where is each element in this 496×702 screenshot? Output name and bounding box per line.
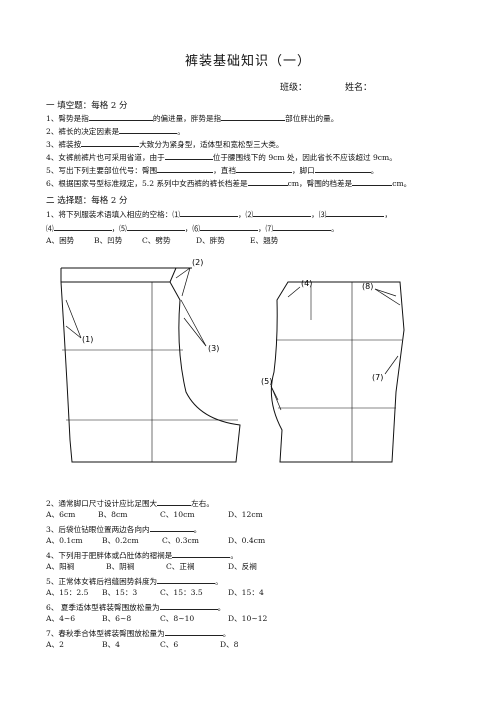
s1-question-2: 2、裤长的决定因素是。 bbox=[46, 125, 185, 136]
s2-question-5-options: A、15：2.5 B、15：3 C、15：3.5 D、15：4 bbox=[46, 588, 288, 598]
s1-question-5: 5、写出下列主要部位代号：臀围，直裆，脚口。 bbox=[46, 164, 379, 175]
blank[interactable] bbox=[221, 112, 286, 121]
name-label: 姓名： bbox=[345, 83, 373, 93]
class-label: 班级： bbox=[280, 83, 308, 93]
label-3: (3) bbox=[208, 344, 219, 353]
section2-heading: 二 选择题：每格 2 分 bbox=[46, 196, 128, 206]
option[interactable]: A、2 bbox=[46, 640, 64, 649]
option[interactable]: C、15：3.5 bbox=[160, 588, 203, 597]
section1-heading: 一 填空题：每格 2 分 bbox=[46, 101, 128, 111]
s1-question-1: 1、臀势是指的偏进量，胖势是指部位胖出的量。 bbox=[46, 112, 339, 123]
label-7: (7) bbox=[372, 373, 383, 382]
blank[interactable] bbox=[149, 523, 194, 532]
s2-question-2-options: A、6cm B、8cm C、10cm D、12cm bbox=[46, 510, 288, 520]
blank[interactable] bbox=[352, 177, 393, 186]
option[interactable]: D、0.4cm bbox=[228, 536, 266, 545]
option[interactable]: C、正裥 bbox=[166, 562, 195, 571]
option[interactable]: A、困势 bbox=[46, 236, 75, 245]
option[interactable]: B、15：3 bbox=[102, 588, 138, 597]
option[interactable]: B、8cm bbox=[98, 510, 128, 519]
option[interactable]: E、翘势 bbox=[250, 236, 279, 245]
s2-question-6: 6、 夏季适体型裤装臀围放松量为。 bbox=[46, 601, 226, 612]
blank[interactable] bbox=[273, 222, 332, 231]
option[interactable]: D、胖势 bbox=[196, 236, 225, 245]
s2-question-2: 2、通常脚口尺寸设计应比足围大左右。 bbox=[46, 497, 214, 508]
back-piece-outline bbox=[270, 281, 405, 463]
page-title: 裤装基础知识（一） bbox=[184, 54, 311, 69]
label-2: (2) bbox=[192, 258, 203, 267]
blank[interactable] bbox=[172, 549, 231, 558]
option[interactable]: D、8 bbox=[220, 640, 239, 649]
option[interactable]: A、6cm bbox=[46, 510, 76, 519]
s2-question-1-line1: 1、将下列服装术语填入相应的空格：⑴，⑵，⑶， bbox=[46, 208, 392, 219]
label-1: (1) bbox=[82, 335, 93, 344]
blank[interactable] bbox=[81, 138, 140, 147]
blank[interactable] bbox=[157, 164, 214, 173]
label-4: (4) bbox=[301, 279, 312, 288]
option[interactable]: A、15：2.5 bbox=[46, 588, 89, 597]
option[interactable]: C、8~10 bbox=[160, 614, 195, 623]
option[interactable]: B、阴裥 bbox=[106, 562, 135, 571]
option[interactable]: A、0.1cm bbox=[46, 536, 83, 545]
blank[interactable] bbox=[164, 627, 223, 636]
option[interactable]: C、劈势 bbox=[142, 236, 171, 245]
blank[interactable] bbox=[126, 222, 185, 231]
blank[interactable] bbox=[119, 125, 178, 134]
blank[interactable] bbox=[326, 208, 385, 217]
option[interactable]: A、阳裥 bbox=[46, 562, 75, 571]
s1-question-4: 4、女裤前裤片也可采用省道，由于位于腰围线下的 9cm 处，因此省长不应该超过 … bbox=[46, 151, 397, 162]
s1-question-3: 3、裤装按大致分为紧身型，适体型和宽松型三大类。 bbox=[46, 138, 284, 149]
option[interactable]: D、反裥 bbox=[228, 562, 257, 571]
blank[interactable] bbox=[199, 222, 258, 231]
blank[interactable] bbox=[159, 601, 218, 610]
option[interactable]: D、12cm bbox=[228, 510, 263, 519]
s2-question-1-line2: ⑷，⑸，⑹，⑺。 bbox=[46, 222, 339, 233]
option[interactable]: B、6~8 bbox=[102, 614, 132, 623]
blank[interactable] bbox=[88, 112, 153, 121]
option[interactable]: A、4~6 bbox=[46, 614, 76, 623]
s2-question-7-options: A、2 B、4 C、6 D、8 bbox=[46, 640, 260, 650]
blank[interactable] bbox=[157, 575, 216, 584]
s2-question-5: 5、正常体女裤后裆缝困势斜度为。 bbox=[46, 575, 223, 586]
s2-question-4: 4、下列用于肥胖体或凸肚体的褶裥是。 bbox=[46, 549, 238, 560]
blank[interactable] bbox=[157, 497, 192, 506]
blank[interactable] bbox=[179, 208, 238, 217]
option[interactable]: C、10cm bbox=[160, 510, 195, 519]
option[interactable]: D、15：4 bbox=[228, 588, 264, 597]
blank[interactable] bbox=[235, 164, 292, 173]
option[interactable]: B、凹势 bbox=[94, 236, 123, 245]
s2-question-4-options: A、阳裥 B、阴裥 C、正裥 D、反裥 bbox=[46, 562, 288, 572]
front-piece-outline bbox=[60, 281, 241, 463]
blank[interactable] bbox=[164, 151, 213, 160]
s2-question-3-options: A、0.1cm B、0.2cm C、0.3cm D、0.4cm bbox=[46, 536, 288, 546]
option[interactable]: C、6 bbox=[160, 640, 179, 649]
s2-question-1-options: A、困势 B、凹势 C、劈势 D、胖势 E、翘势 bbox=[46, 236, 304, 246]
s2-question-7: 7、春秋季合体型裤装臀围放松量为。 bbox=[46, 627, 231, 638]
s2-question-6-options: A、4~6 B、6~8 C、8~10 D、10~12 bbox=[46, 614, 288, 624]
blank[interactable] bbox=[53, 222, 112, 231]
s2-question-3: 3、后袋位钻眼位置两边各向内。 bbox=[46, 523, 202, 534]
blank[interactable] bbox=[247, 177, 288, 186]
label-8: (8) bbox=[362, 282, 373, 291]
blank[interactable] bbox=[253, 208, 312, 217]
option[interactable]: C、0.3cm bbox=[162, 536, 199, 545]
option[interactable]: D、10~12 bbox=[228, 614, 268, 623]
label-5: (5) bbox=[261, 377, 272, 386]
option[interactable]: B、4 bbox=[102, 640, 121, 649]
option[interactable]: B、0.2cm bbox=[102, 536, 139, 545]
blank[interactable] bbox=[314, 164, 371, 173]
